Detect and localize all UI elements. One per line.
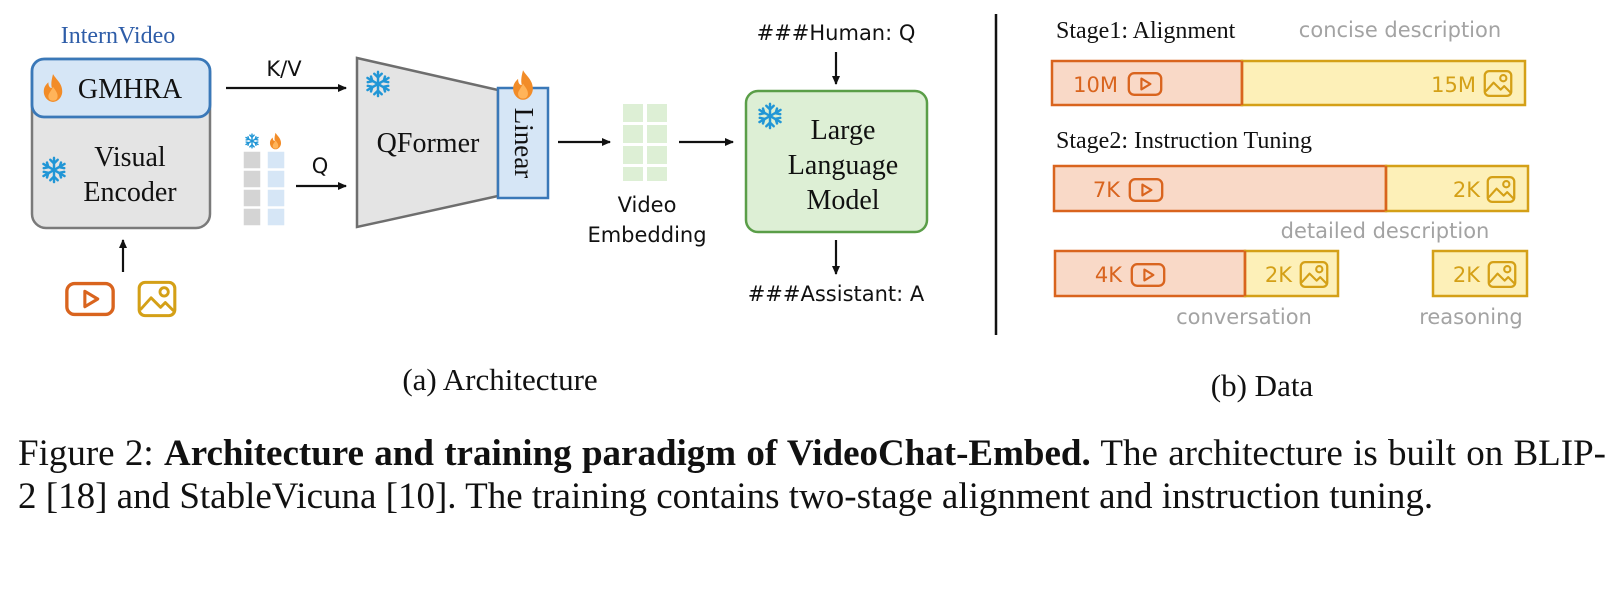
figure-caption: Figure 2: Architecture and training para… [18, 432, 1606, 518]
data-subcaption: (b) Data [1211, 368, 1314, 403]
reasoning-image-count: 2K [1453, 263, 1481, 287]
caption-bold-title: Architecture and training paradigm of Vi… [163, 433, 1091, 474]
architecture-subcaption: (a) Architecture [402, 362, 597, 397]
conversation-image-count: 2K [1265, 263, 1293, 287]
human-prompt: ###Human: Q [757, 21, 916, 45]
stage1-image-bar [1240, 59, 1527, 107]
reasoning-note: reasoning [1419, 305, 1523, 329]
internvideo-label: InternVideo [61, 23, 176, 49]
flame-icon [513, 70, 533, 100]
gmhra-label: GMHRA [78, 74, 183, 105]
stage2-image-count: 2K [1453, 178, 1481, 202]
query-tokens-frozen [242, 150, 262, 227]
flame-icon [269, 132, 282, 150]
visual-encoder-line2: Encoder [83, 177, 177, 208]
llm-line2: Language [788, 150, 898, 181]
visual-encoder-line1: Visual [94, 142, 166, 173]
stage1-image-count: 15M [1431, 73, 1476, 97]
llm-line3: Model [806, 185, 879, 216]
stage2-image-bar [1384, 164, 1530, 213]
reasoning-image-bar [1431, 249, 1529, 298]
video-embedding-line1: Video [618, 193, 677, 217]
qformer-label: QFormer [377, 128, 480, 159]
conversation-image-bar [1243, 249, 1340, 298]
caption-prefix: Figure 2: [18, 433, 164, 474]
llm-line1: Large [811, 115, 876, 146]
llm-block [744, 89, 929, 234]
caption-body: The architecture is built on BLIP-2 [18]… [18, 433, 1606, 517]
gmhra-box [30, 57, 212, 119]
video-embedding-tokens [623, 104, 667, 181]
video-embedding-line2: Embedding [587, 223, 706, 247]
stage2-video-bar [1052, 164, 1388, 213]
stage2-video-count: 7K [1093, 178, 1121, 202]
video-icon [65, 281, 115, 317]
kv-label: K/V [266, 57, 302, 81]
stage2-title: Stage2: Instruction Tuning [1056, 128, 1312, 154]
detailed-description-note: detailed description [1281, 219, 1490, 243]
image-icon [137, 280, 177, 318]
q-label: Q [312, 154, 329, 178]
stage1-video-count: 10M [1073, 73, 1118, 97]
query-tokens-trainable [266, 150, 286, 227]
snowflake-icon [245, 133, 259, 149]
linear-block [496, 86, 550, 200]
assistant-reply: ###Assistant: A [748, 282, 925, 306]
conversation-video-count: 4K [1095, 263, 1123, 287]
linear-label: Linear [509, 108, 539, 178]
stage1-note: concise description [1299, 18, 1501, 42]
conversation-note: conversation [1176, 305, 1312, 329]
stage1-title: Stage1: Alignment [1056, 18, 1236, 44]
